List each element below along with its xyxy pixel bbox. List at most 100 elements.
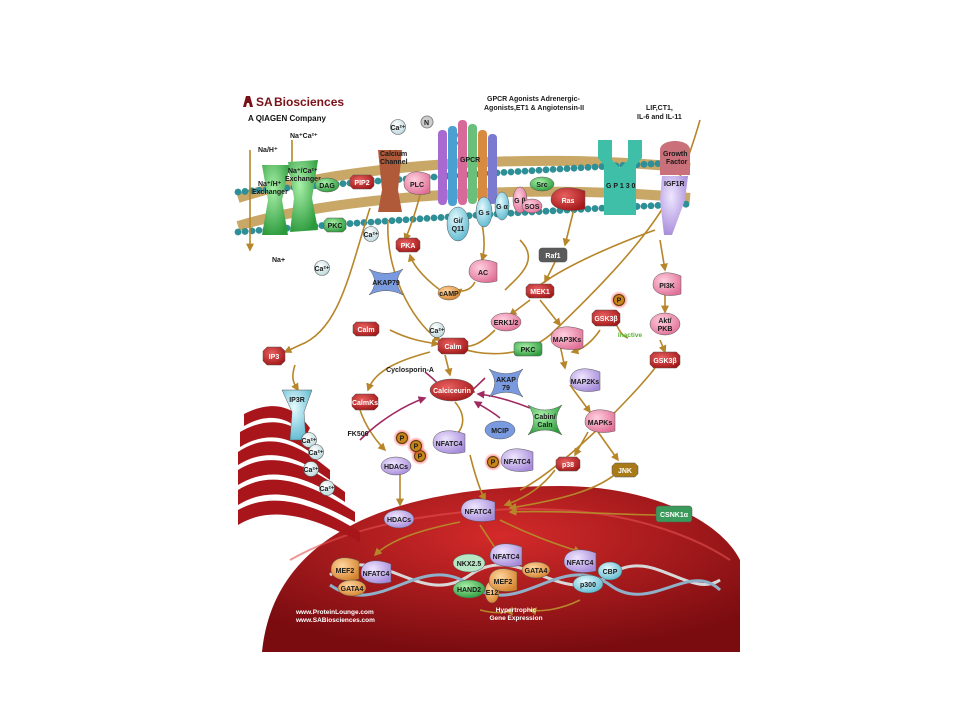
gpcr-label: GPCR (460, 157, 480, 164)
raf1-label: Raf1 (545, 253, 560, 260)
camp-label: cAMP (439, 291, 459, 298)
mcip-label: MCIP (491, 428, 509, 435)
pkc-cyto: PKC (513, 341, 543, 357)
mapks-label: MAPKs (588, 420, 613, 427)
mef2-mid-label: MEF2 (494, 579, 513, 586)
cytokines-label-2: IL-6 and IL-11 (637, 114, 682, 121)
gata4-mid-label: GATA4 (525, 568, 548, 575)
pip2: PIP2 (349, 174, 375, 190)
ca-ion-4-label: Ca²⁺ (430, 328, 445, 335)
lipid-head (339, 180, 347, 188)
lipid-head (234, 188, 242, 196)
ac: AC (468, 259, 498, 283)
jnk-label: JNK (618, 468, 632, 475)
hypertrophic-label-2: Gene Expression (489, 615, 542, 622)
akap79-right: AKAP79 (488, 368, 524, 398)
nfatc4-phospho-2: P (484, 453, 502, 471)
lipid-head (584, 163, 592, 171)
lipid-head (500, 169, 508, 176)
dag-label: DAG (319, 183, 335, 190)
na-h-label: Na/H⁺ (258, 147, 278, 154)
lipid-head (381, 217, 389, 225)
ca-ion-2: Ca²⁺ (363, 226, 379, 242)
calcineurin-label: Calciceurin (433, 388, 471, 395)
nfatc4-nuc: NFATC4 (460, 498, 496, 522)
na-ca-exchanger-label: Na⁺/Ca²⁺ (288, 168, 318, 175)
nfatc4-a: NFATC4 (432, 430, 466, 454)
gpcr-agonists-label: GPCR Agonists Adrenergic- (487, 96, 580, 103)
lipid-head (654, 202, 662, 209)
lipid-head (283, 184, 291, 192)
ac-label: AC (478, 270, 488, 277)
lipid-head (647, 202, 655, 210)
mapks: MAPKs (584, 409, 616, 433)
nfatc4-b-label: NFATC4 (504, 459, 531, 466)
lipid-head (640, 202, 648, 210)
ca-ion-8: Ca²⁺ (319, 480, 335, 496)
hypertrophic-label: Hypertrophic (496, 607, 537, 614)
ca-ion-8-label: Ca²⁺ (320, 486, 335, 493)
mcip: MCIP (484, 420, 516, 440)
url-label: www.ProteinLounge.com (295, 609, 374, 616)
pip2-label: PIP2 (354, 180, 369, 187)
logo-brand-prefix: SA (256, 95, 273, 109)
lipid-head (570, 164, 578, 172)
akap79-left-label: AKAP79 (372, 280, 400, 287)
lipid-head (353, 219, 361, 227)
calm-main: Calm (437, 337, 469, 355)
growth-factor-label-2: Factor (666, 159, 688, 166)
lipid-head (640, 160, 648, 168)
cbp: CBP (597, 561, 623, 581)
nfatc4-left: NFATC4 (360, 560, 392, 584)
n-ion (420, 115, 434, 129)
hdacs-cyto-label: HDACs (384, 464, 408, 471)
plc: PLC (403, 171, 431, 195)
nfatc4-mid: NFATC4 (489, 543, 523, 567)
akap79-right-label: AKAP (496, 377, 516, 384)
na-ca-exchanger: Na⁺Ca²⁺ Na⁺/Ca²⁺ Exchanger (285, 133, 321, 232)
lipid-head (521, 167, 529, 175)
erk12: ERK1/2 (490, 312, 522, 332)
lipid-head (507, 209, 515, 217)
lipid-head (556, 165, 564, 173)
mek1: MEK1 (525, 283, 555, 299)
hdacs-cyto: HDACs (380, 456, 412, 476)
gp130-label: G P 1 3 0 (606, 183, 636, 190)
logo-brand-suffix: Biosciences (274, 95, 344, 109)
na-h-exchanger: Na/H⁺ Na⁺/H⁺ Exchanger Na+ (252, 147, 290, 264)
csnk1a: CSNK1α (655, 505, 693, 523)
ca-ion-3-label: Ca²⁺ (315, 266, 330, 273)
pi3k: PI3K (652, 272, 682, 296)
lipid-head (591, 163, 599, 171)
lipid-head (591, 205, 599, 212)
calcineurin: Calciceurin (429, 378, 475, 402)
nfatc4-left-label: NFATC4 (363, 571, 390, 578)
gsk3b-inactive: GSK3β (591, 309, 621, 327)
nfatc4-a-label: NFATC4 (436, 441, 463, 448)
lipid-head (367, 218, 375, 226)
lipid-head (395, 216, 403, 224)
gsk3b-active-label: GSK3β (653, 358, 677, 365)
growth-factor-label: Growth (663, 151, 688, 158)
gbg-label: G β (514, 198, 526, 205)
sos: SOS (521, 198, 543, 214)
ca-ion-7-label: Ca²⁺ (304, 467, 319, 474)
gs-label: G s (478, 210, 489, 217)
nkx25: NKX2.5 (452, 553, 486, 573)
cyclosporin-label: Cyclosporin-A (386, 367, 434, 374)
nfatc4-b: NFATC4 (500, 448, 534, 472)
lipid-head (402, 216, 410, 224)
na-ca-exchanger-label-2: Exchanger (285, 176, 321, 183)
gpcr-receptor: GPCR (438, 120, 497, 206)
akt-1-label: PKB (658, 326, 673, 333)
ca-ion-4: Ca²⁺ (429, 322, 445, 338)
lipid-head (255, 186, 263, 194)
hdacs-nuc: HDACs (383, 509, 415, 529)
logo: SA Biosciences A QIAGEN Company (243, 95, 344, 123)
ca-ion-6-label: Ca²⁺ (309, 450, 324, 457)
lipid-head (682, 200, 690, 208)
akt: Akt/PKB (649, 312, 681, 336)
nfatc4-right: NFATC4 (563, 549, 597, 573)
ga: G α (494, 191, 510, 221)
